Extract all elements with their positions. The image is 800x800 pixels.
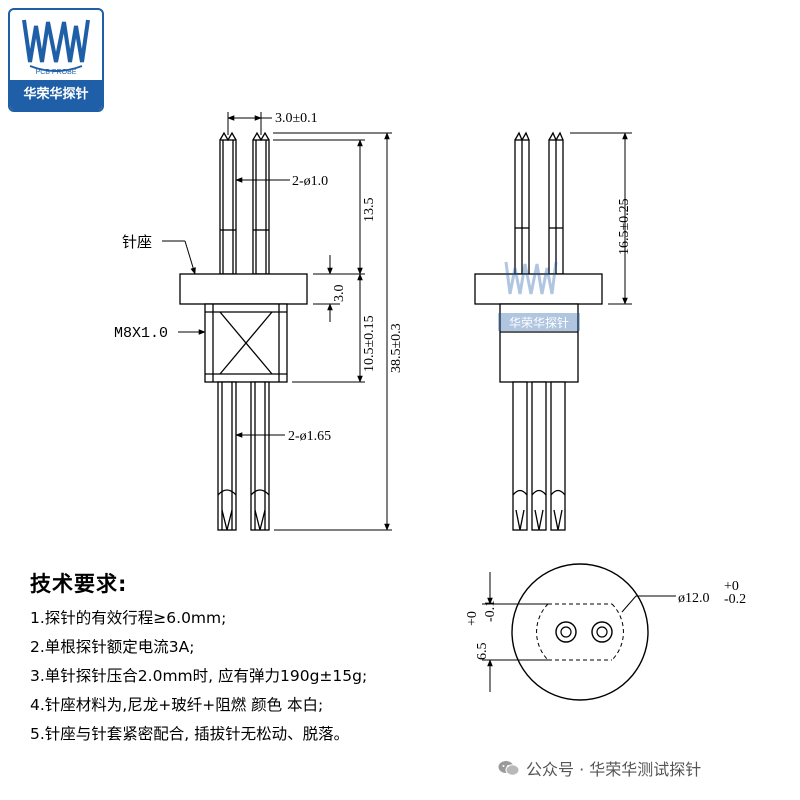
dim-lower-length: 10.5±0.15 [362,315,377,372]
tech-item: 4.针座材料为,尼龙+玻纤+阻燃 颜色 本白; [30,696,324,714]
logo-company-name: 华荣华探针 [10,80,102,110]
dim-lower-pin-dia: 2-ø1.65 [288,429,331,444]
tech-title: 技术要求: [30,572,128,596]
tech-item: 1.探针的有效行程≥6.0mm; [30,609,227,627]
company-logo: PCB PROBE 华荣华探针 [8,8,104,112]
dim-outer-dia-tol-upper: +0 [724,579,739,594]
wechat-icon [498,761,520,776]
dim-flat-dist: 6.5 [475,643,490,661]
tech-requirements: 技术要求: 1.探针的有效行程≥6.0mm; 2.单根探针额定电流3A; 3.单… [30,568,460,749]
dim-flat-dist-tol-lower: -0.1 [483,600,498,622]
lower-pin-right [250,381,270,531]
dim-outer-dia-tol-lower: -0.2 [724,592,746,607]
watermark-logo-icon: 华荣华探针 [498,261,580,331]
account-watermark: 公众号 · 华荣华测试探针 [498,756,701,780]
tech-item: 5.针座与针套紧密配合, 插拔针无松动、脱落。 [30,725,350,743]
dim-outer-dia: ø12.0 [678,591,710,606]
dim-pitch: 3.0±0.1 [275,111,318,126]
front-view [179,131,308,531]
logo-mark-text: PCB PROBE [36,69,77,76]
lower-pin-left [217,381,237,531]
dim-total-length: 38.5±0.3 [389,323,404,373]
tech-item: 3.单针探针压合2.0mm时, 应有弹力190g±15g; [30,667,368,685]
dim-upper-pin-dia: 2-ø1.0 [292,174,328,189]
watermark-text: 公众号 · 华荣华测试探针 [526,760,702,779]
tech-item: 2.单根探针额定电流3A; [30,638,195,656]
logo-mark-icon: PCB PROBE [22,19,90,76]
dim-side-height: 16.5±0.25 [617,198,632,255]
side-view [474,131,603,531]
dim-flat-dist-tol-upper: +0 [465,611,480,626]
dim-upper-length: 13.5 [362,198,377,223]
label-thread: M8X1.0 [114,325,168,342]
seat-flange [179,273,308,305]
label-seat: 针座 [122,233,152,251]
watermark-logo-text: 华荣华探针 [509,315,569,330]
dim-seat-thickness: 3.0 [332,285,347,303]
top-view [482,563,676,701]
